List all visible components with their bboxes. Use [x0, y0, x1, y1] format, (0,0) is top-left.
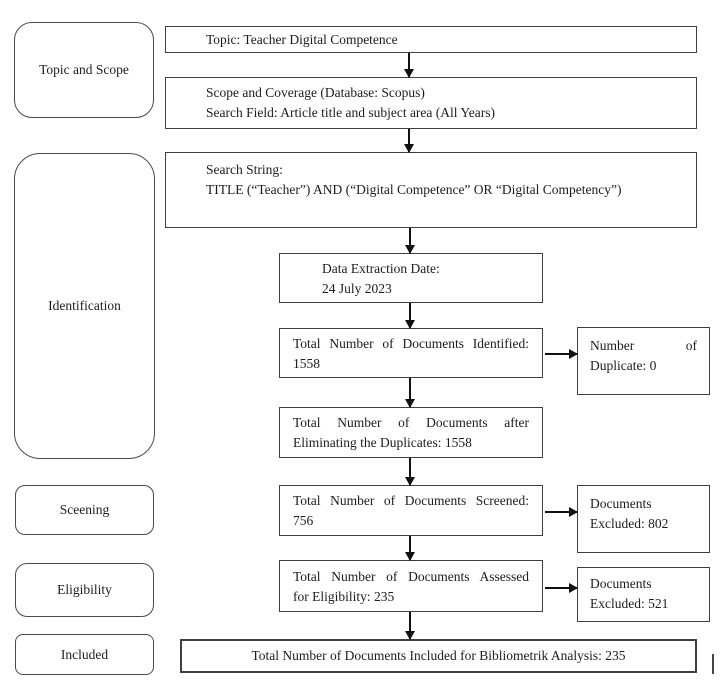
box-number-of-duplicate: Number of Duplicate: 0	[577, 327, 710, 395]
arrow-right-identified-to-duplicate	[545, 353, 577, 355]
after-duplicates-line-1: Total Number of Documents after	[293, 415, 529, 430]
arrow-down-after-to-screened	[409, 458, 411, 485]
stage-included: Included	[15, 634, 154, 675]
stage-label: Eligibility	[57, 582, 112, 597]
assessed-line-2: for Eligibility: 235	[293, 589, 395, 604]
box-scope-coverage: Scope and Coverage (Database: Scopus) Se…	[165, 77, 697, 129]
box-search-string: Search String: TITLE (“Teacher”) AND (“D…	[165, 152, 697, 228]
stage-topic-and-scope: Topic and Scope	[14, 22, 154, 118]
arrow-down-screened-to-assessed	[409, 536, 411, 560]
stage-eligibility: Eligibility	[15, 563, 154, 617]
excluded-802-line-2: Excluded: 802	[590, 516, 669, 531]
stage-label: Sceening	[59, 502, 110, 517]
box-extraction-date: Data Extraction Date: 24 July 2023	[279, 253, 543, 303]
stage-label: Included	[60, 646, 109, 662]
excluded-802-line-1: Documents	[590, 496, 652, 511]
extraction-line-2: 24 July 2023	[322, 281, 392, 296]
included-text: Total Number of Documents Included for B…	[251, 648, 626, 663]
topic-text: Topic: Teacher Digital Competence	[206, 31, 398, 47]
arrow-down-identified-to-after	[409, 378, 411, 407]
scope-line-1: Scope and Coverage (Database: Scopus)	[206, 85, 425, 100]
box-excluded-screening: Documents Excluded: 802	[577, 485, 710, 553]
excluded-521-line-1: Documents	[590, 576, 652, 591]
arrow-right-screened-to-excluded	[545, 511, 577, 513]
identified-line-1: Total Number of Documents Identified:	[293, 336, 529, 351]
arrow-down-assessed-to-included	[409, 612, 411, 639]
extraction-line-1: Data Extraction Date:	[322, 261, 440, 276]
duplicate-line-1: Number of	[590, 338, 697, 353]
box-documents-identified: Total Number of Documents Identified: 15…	[279, 328, 543, 378]
arrow-down-topic-to-scope	[408, 53, 410, 77]
stage-screening: Sceening	[15, 485, 154, 535]
arrow-down-search-to-extraction	[409, 228, 411, 253]
stage-identification: Identification	[14, 153, 155, 459]
search-line-2: TITLE (“Teacher”) AND (“Digital Competen…	[206, 182, 622, 197]
scope-line-2: Search Field: Article title and subject …	[206, 105, 496, 120]
arrow-down-scope-to-search	[408, 129, 410, 152]
box-excluded-eligibility: Documents Excluded: 521	[577, 567, 710, 622]
search-line-1: Search String:	[206, 162, 283, 177]
identified-line-2: 1558	[293, 356, 320, 371]
excluded-521-line-2: Excluded: 521	[590, 596, 669, 611]
assessed-line-1: Total Number of Documents Assessed	[293, 569, 529, 584]
duplicate-line-2: Duplicate: 0	[590, 358, 657, 373]
box-documents-screened: Total Number of Documents Screened: 756	[279, 485, 543, 536]
arrow-down-extraction-to-identified	[409, 303, 411, 328]
screened-line-1: Total Number of Documents Screened:	[293, 493, 529, 508]
box-documents-assessed: Total Number of Documents Assessed for E…	[279, 560, 543, 612]
after-duplicates-line-2: Eliminating the Duplicates: 1558	[293, 435, 472, 450]
box-topic: Topic: Teacher Digital Competence	[165, 26, 697, 53]
box-after-duplicates: Total Number of Documents after Eliminat…	[279, 407, 543, 458]
stage-label: Identification	[48, 298, 121, 313]
text-cursor-artifact	[712, 654, 714, 674]
screened-line-2: 756	[293, 513, 314, 528]
arrow-right-assessed-to-excluded	[545, 587, 577, 589]
stage-label: Topic and Scope	[39, 62, 129, 77]
box-included-final: Total Number of Documents Included for B…	[180, 639, 697, 673]
